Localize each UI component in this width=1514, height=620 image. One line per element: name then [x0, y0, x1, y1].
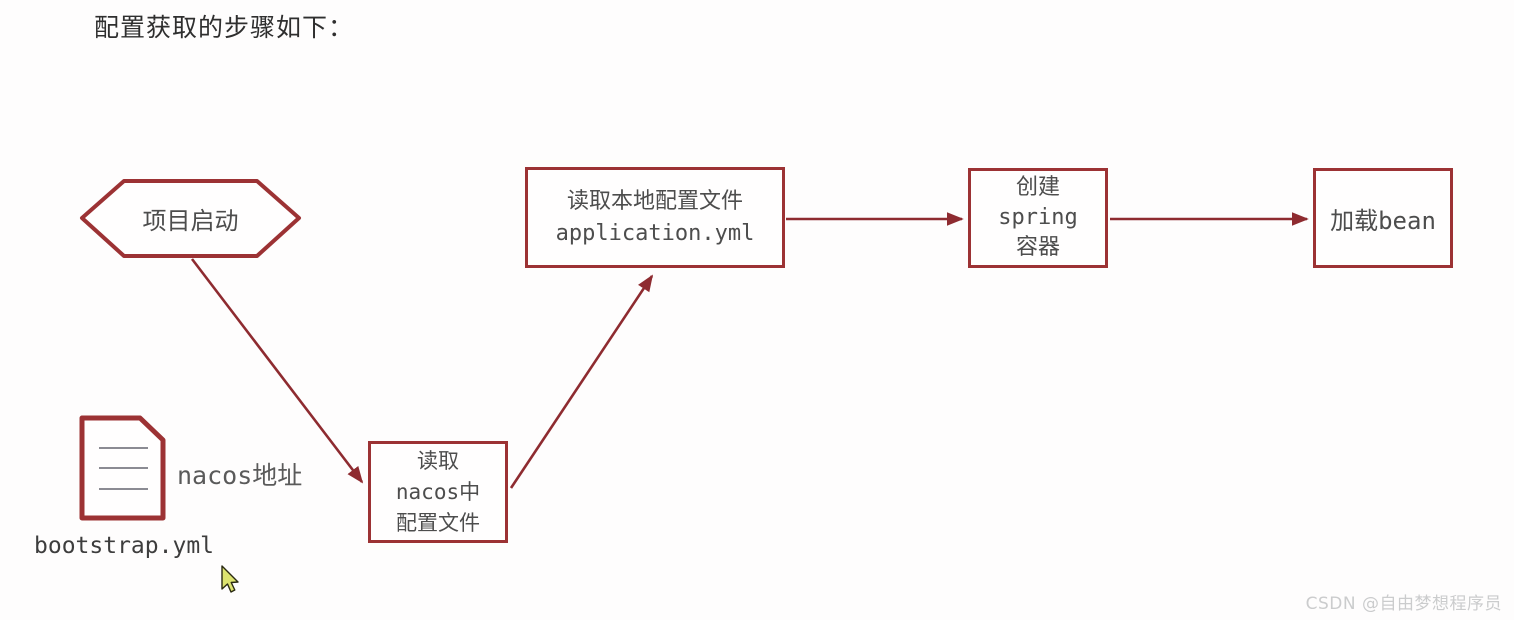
node-read-nacos-line1: 读取	[417, 448, 459, 473]
node-start: 项目启动	[82, 181, 299, 256]
node-create-spring-line2: spring	[998, 205, 1078, 230]
node-read-local-line1: 读取本地配置文件	[566, 188, 743, 214]
document-icon	[79, 415, 166, 521]
node-read-local-config: 读取本地配置文件 application.yml	[525, 167, 785, 268]
arrow-read-nacos-to-read-local	[509, 274, 654, 489]
node-read-local-line2: application.yml	[555, 220, 755, 246]
mouse-cursor	[221, 565, 239, 593]
node-create-spring-line3: 容器	[1015, 235, 1060, 260]
arrow-start-to-read-nacos	[190, 258, 364, 484]
node-read-nacos-line3: 配置文件	[396, 510, 480, 535]
node-read-nacos-config: 读取 nacos中 配置文件	[368, 441, 508, 543]
node-read-nacos-line2: nacos中	[395, 479, 481, 504]
csdn-watermark: CSDN @自由梦想程序员	[1305, 594, 1502, 614]
nacos-address-label: nacos地址	[177, 461, 303, 490]
page-title: 配置获取的步骤如下：	[94, 13, 355, 42]
node-load-bean: 加载bean	[1313, 168, 1453, 268]
node-create-spring-line1: 创建	[1015, 175, 1060, 200]
node-create-spring-container: 创建 spring 容器	[968, 168, 1108, 268]
start-hexagon-shape	[80, 179, 301, 258]
bootstrap-yml-filename: bootstrap.yml	[34, 533, 215, 559]
node-start-label: 项目启动	[142, 207, 239, 235]
node-load-bean-label: 加载bean	[1330, 206, 1436, 235]
